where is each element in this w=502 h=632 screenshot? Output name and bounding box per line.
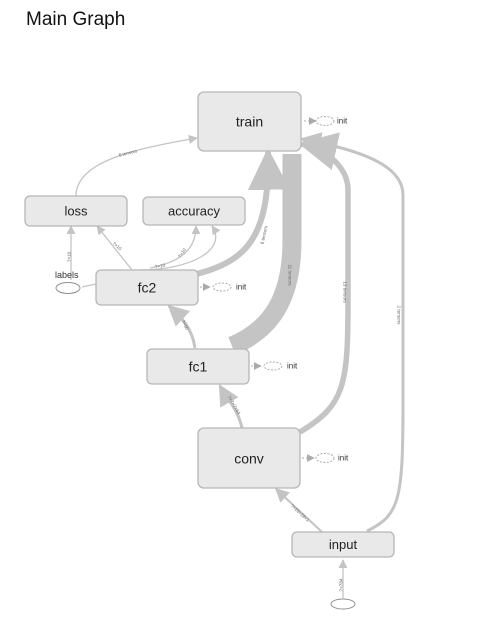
node-label-train: train: [236, 114, 263, 130]
init-fc2[interactable]: init: [200, 282, 247, 292]
init-fc1[interactable]: init: [251, 361, 298, 371]
node-label-loss: loss: [64, 204, 88, 219]
edge-fc2-accuracy-a: ?×10: [149, 225, 201, 269]
edge-label-labels-loss: ?×10: [67, 251, 72, 262]
edge-label-conv-fc1: ?×7×7×64: [227, 395, 242, 416]
edge-label-input-in: ?×784: [339, 578, 344, 591]
page-title: Main Graph: [26, 9, 126, 30]
node-fc1[interactable]: fc1: [146, 348, 250, 385]
edge-label-fc2-acc-b: ?×10: [154, 263, 165, 270]
init-train[interactable]: init: [304, 116, 348, 126]
edge-label-fc1-train: 11 tensors: [288, 264, 293, 286]
edge-fc2-loss: ?×10: [96, 225, 133, 271]
edge-label-input-conv: ?×28×28×1: [290, 503, 311, 523]
node-loss[interactable]: loss: [24, 195, 128, 227]
edge-conv-fc1: ?×7×7×64: [218, 384, 244, 429]
edge-label-loss-train: 6 tensors: [118, 148, 138, 158]
node-label-input: input: [329, 537, 358, 552]
node-conv[interactable]: conv: [197, 427, 301, 489]
edge-labels-fc2: [81, 283, 97, 288]
node-input[interactable]: input: [291, 531, 395, 558]
edge-conv-train: 13 tensors: [298, 132, 351, 435]
node-train[interactable]: train: [197, 91, 302, 152]
edge-label-input-train: 2 tensors: [397, 306, 402, 326]
edge-fc2-train: 8 tensors: [192, 147, 290, 278]
edge-fc2-accuracy-b: ?×10: [139, 225, 221, 271]
node-labels[interactable]: labels: [55, 270, 81, 294]
init-label-train: init: [337, 117, 348, 126]
node-label-fc2: fc2: [138, 280, 157, 296]
edge-labels-loss: ?×10: [66, 225, 76, 280]
node-label-conv: conv: [234, 451, 264, 467]
edge-label-fc1-fc2: ?×50: [180, 319, 189, 331]
node-placeholder[interactable]: [330, 598, 356, 610]
init-label-conv: init: [338, 454, 349, 463]
edge-label-fc2-loss: ?×10: [111, 241, 122, 252]
init-conv[interactable]: init: [302, 453, 349, 463]
init-label-fc1: init: [287, 362, 298, 371]
edge-label-conv-train: 13 tensors: [343, 281, 348, 303]
node-fc2[interactable]: fc2: [95, 269, 199, 306]
edge-fc1-train: 11 tensors: [228, 154, 302, 355]
edge-loss-train: 6 tensors: [75, 134, 198, 197]
edge-input-conv: ?×28×28×1: [274, 488, 323, 533]
node-label-fc1: fc1: [189, 359, 208, 375]
edge-label-fc2-train: 8 tensors: [260, 225, 269, 245]
edge-label-fc2-acc-a: ?×10: [177, 247, 187, 259]
edge-placeholder-input: ?×784: [338, 559, 348, 598]
init-label-fc2: init: [236, 283, 247, 292]
edge-fc1-fc2: ?×50: [167, 304, 197, 349]
node-label-labels: labels: [55, 270, 79, 280]
node-accuracy[interactable]: accuracy: [142, 196, 246, 226]
edge-input-train: 2 tensors: [299, 132, 405, 533]
node-label-accuracy: accuracy: [168, 204, 221, 219]
